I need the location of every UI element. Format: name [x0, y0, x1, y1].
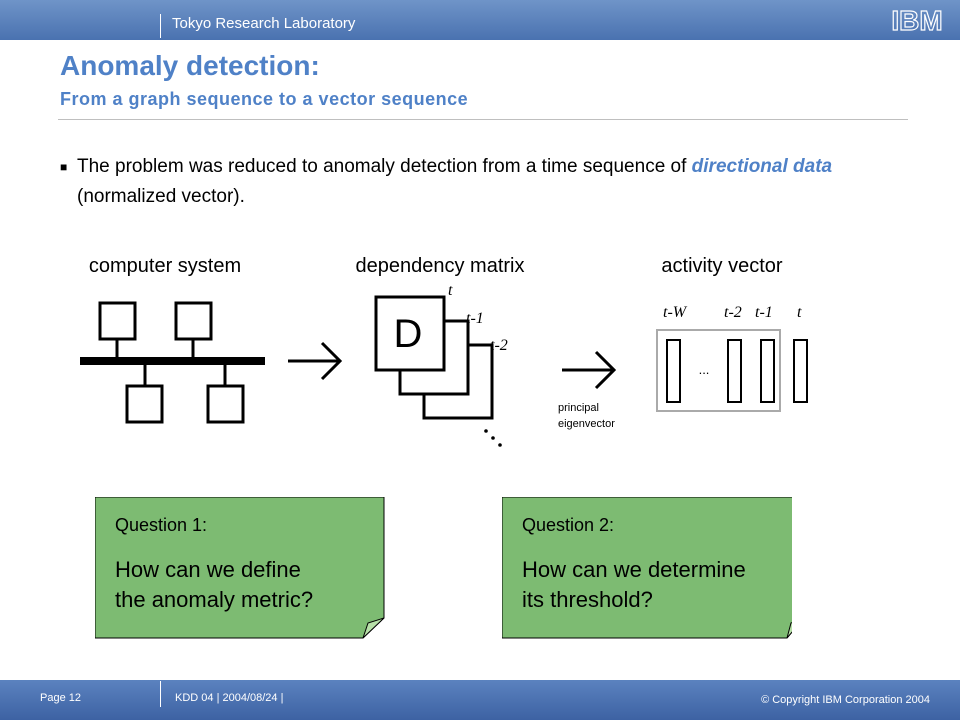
dependency-matrix-label: dependency matrix [356, 255, 525, 277]
note-background [95, 497, 385, 639]
note-background [502, 497, 792, 639]
header-separator [160, 14, 161, 38]
slide-title: Anomaly detection: [60, 50, 320, 81]
network-icon [80, 301, 265, 424]
vector-time-label-t: t [797, 304, 802, 321]
bullet-square-icon: ■ [60, 160, 68, 174]
activity-vector-label: activity vector [661, 255, 782, 277]
question-1-text: How can we define the anomaly metric? [115, 555, 385, 615]
slide-subtitle: From a graph sequence to a vector sequen… [60, 89, 469, 109]
page-number: Page 12 [40, 692, 81, 704]
matrix-time-label-t: t [448, 282, 453, 299]
matrix-time-label-t2: t-2 [490, 337, 508, 354]
diagram: computer system dependency matrix D t t-… [80, 255, 808, 447]
matrix-stack-icon [374, 295, 494, 420]
diagonal-dots-icon [484, 429, 502, 447]
eigenvector-label: eigenvector [558, 418, 615, 430]
header-bar [0, 0, 960, 40]
ibm-logo: IBM [891, 4, 944, 36]
vector-time-label-t1: t-1 [755, 304, 773, 321]
question-2-text: How can we determine its threshold? [522, 555, 792, 615]
matrix-time-label-t1: t-1 [466, 310, 484, 327]
bullet-text-start: The problem was reduced to anomaly detec… [77, 156, 692, 177]
title-rule [58, 119, 908, 120]
vector-time-label-tW: t-W [663, 304, 688, 321]
bullet-text-end: (normalized vector). [77, 186, 245, 207]
bullet-emphasis: directional data [691, 156, 833, 177]
footer-separator [160, 681, 161, 707]
vector-time-label-t2: t-2 [724, 304, 742, 321]
bullet-point: ■ The problem was reduced to anomaly det… [60, 152, 880, 212]
question-2-note: Question 2: How can we determine its thr… [502, 497, 792, 639]
arrow-right-icon [288, 341, 343, 381]
question-1-label: Question 1: [115, 515, 208, 535]
question-2-label: Question 2: [522, 515, 615, 535]
vector-ellipsis: ... [699, 362, 710, 377]
question-2-line-2: its threshold? [522, 587, 653, 612]
question-1-line-1: How can we define [115, 557, 301, 582]
question-1-note: Question 1: How can we define the anomal… [95, 497, 385, 639]
svg-text:IBM: IBM [891, 5, 942, 36]
matrix-symbol: D [394, 312, 423, 356]
footer-bar: Page 12 KDD 04 | 2004/08/24 | © Copyrigh… [0, 680, 960, 720]
arrow-right-icon [562, 350, 617, 390]
activity-vectors-icon [666, 339, 808, 403]
principal-label: principal [558, 402, 599, 414]
question-1-line-2: the anomaly metric? [115, 587, 314, 612]
vector-window-frame [656, 329, 781, 412]
lab-name: Tokyo Research Laboratory [172, 15, 356, 32]
computer-system-label: computer system [89, 255, 241, 277]
question-2-line-1: How can we determine [522, 557, 746, 582]
copyright: © Copyright IBM Corporation 2004 [761, 694, 930, 706]
conference-info: KDD 04 | 2004/08/24 | [175, 692, 284, 704]
